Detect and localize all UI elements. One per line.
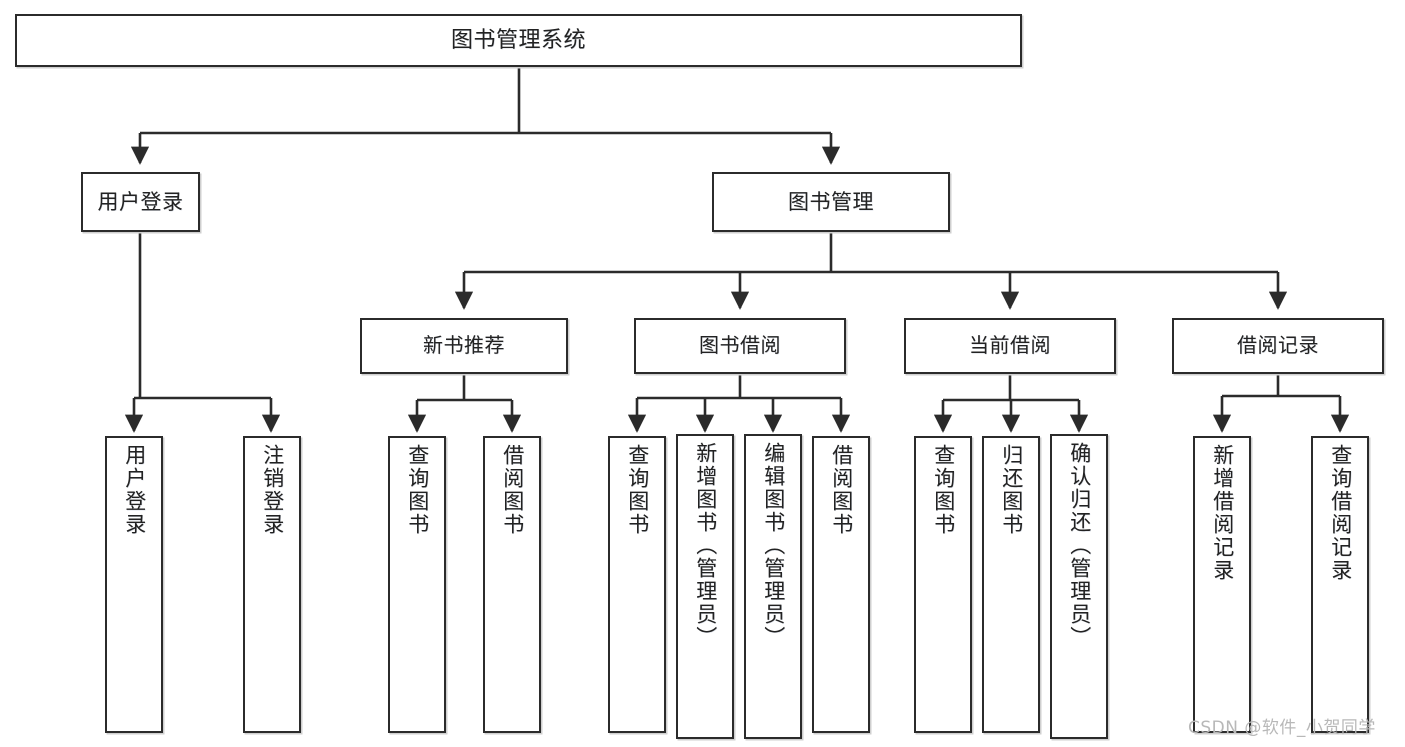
- node-label: 图书管理: [788, 189, 874, 214]
- leaf-query-book-current[interactable]: 查询图书: [914, 436, 972, 733]
- node-label: 确认归还（管理员）: [1067, 442, 1092, 649]
- leaf-query-book-new[interactable]: 查询图书: [388, 436, 446, 733]
- node-label: 查询图书: [625, 444, 650, 536]
- node-label: 当前借阅: [969, 333, 1051, 358]
- node-label: 查询图书: [931, 444, 956, 536]
- leaf-edit-book-admin[interactable]: 编辑图书（管理员）: [744, 434, 802, 739]
- node-label: 归还图书: [999, 444, 1024, 536]
- node-borrow-records[interactable]: 借阅记录: [1172, 318, 1384, 374]
- node-label: 图书管理系统: [450, 27, 586, 53]
- node-current-borrow[interactable]: 当前借阅: [904, 318, 1116, 374]
- node-user-login[interactable]: 用户登录: [81, 172, 200, 232]
- leaf-add-book-admin[interactable]: 新增图书（管理员）: [676, 434, 734, 739]
- leaf-user-login[interactable]: 用户登录: [105, 436, 163, 733]
- node-label: 新增借阅记录: [1210, 444, 1235, 582]
- node-label: 新增图书（管理员）: [693, 442, 718, 649]
- node-label: 查询借阅记录: [1328, 444, 1353, 582]
- leaf-borrow-book[interactable]: 借阅图书: [812, 436, 870, 733]
- leaf-add-borrow-record[interactable]: 新增借阅记录: [1193, 436, 1251, 733]
- leaf-confirm-return-admin[interactable]: 确认归还（管理员）: [1050, 434, 1108, 739]
- node-label: 编辑图书（管理员）: [761, 442, 786, 649]
- node-label: 新书推荐: [423, 333, 505, 358]
- node-label: 借阅记录: [1237, 333, 1319, 358]
- leaf-return-book[interactable]: 归还图书: [982, 436, 1040, 733]
- node-root-system[interactable]: 图书管理系统: [15, 14, 1022, 67]
- node-label: 用户登录: [122, 444, 147, 536]
- node-label: 注销登录: [260, 444, 285, 536]
- leaf-borrow-book-new[interactable]: 借阅图书: [483, 436, 541, 733]
- leaf-query-book-borrow[interactable]: 查询图书: [608, 436, 666, 733]
- node-label: 借阅图书: [500, 444, 525, 536]
- node-label: 图书借阅: [699, 333, 781, 358]
- node-label: 查询图书: [405, 444, 430, 536]
- node-label: 用户登录: [97, 189, 184, 214]
- leaf-query-borrow-record[interactable]: 查询借阅记录: [1311, 436, 1369, 733]
- node-label: 借阅图书: [829, 444, 854, 536]
- node-book-borrow[interactable]: 图书借阅: [634, 318, 846, 374]
- node-book-management[interactable]: 图书管理: [712, 172, 950, 232]
- leaf-logout[interactable]: 注销登录: [243, 436, 301, 733]
- node-new-book-recommend[interactable]: 新书推荐: [360, 318, 568, 374]
- watermark: CSDN @软件_小贺同学: [1188, 718, 1376, 738]
